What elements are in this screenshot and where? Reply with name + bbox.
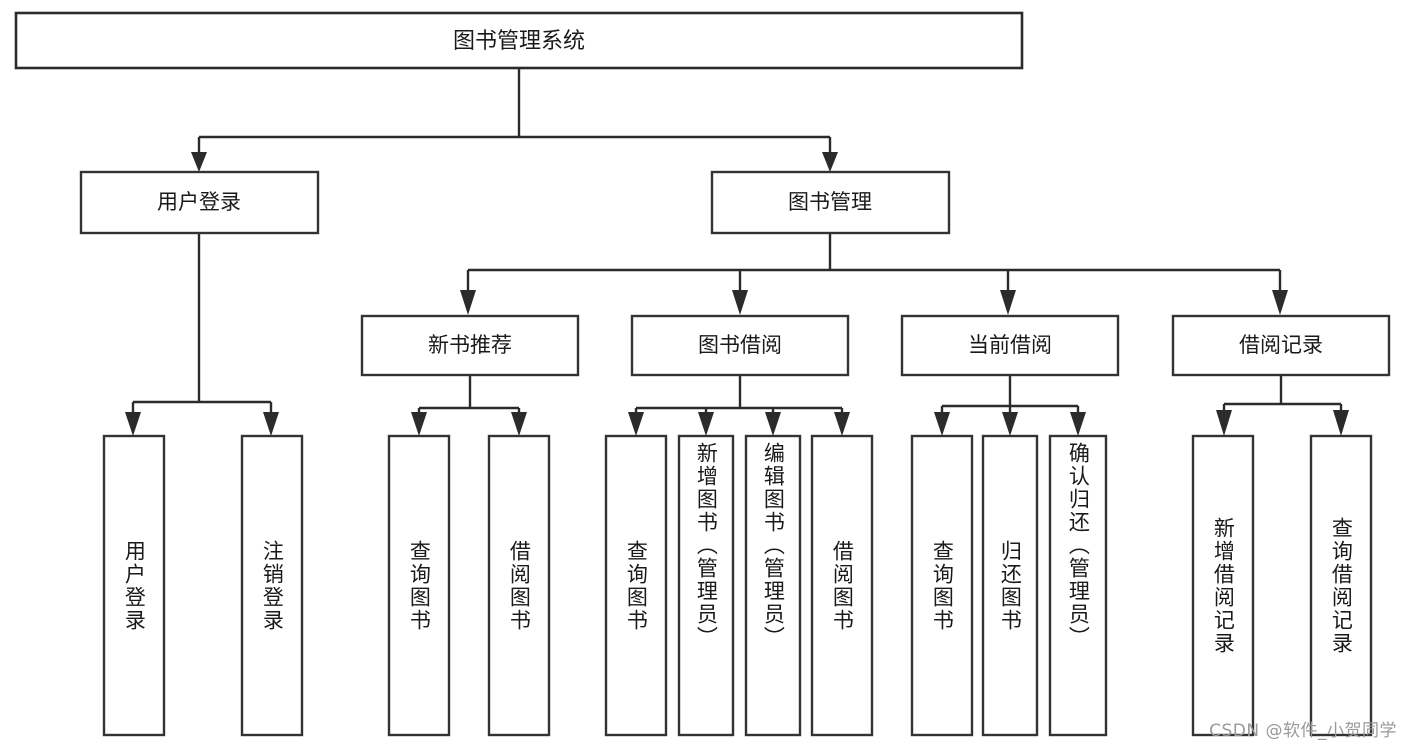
- leaf-box-book-borrow-1[interactable]: [677, 434, 735, 737]
- leaf-box-user-login-1[interactable]: [240, 434, 304, 737]
- arrow-head-level2-0: [460, 290, 476, 315]
- node-root-box[interactable]: [14, 11, 1024, 70]
- arrow-head-level1-1: [822, 152, 838, 172]
- leaf-box-group: [102, 434, 1373, 737]
- node-root[interactable]: 图书管理系统: [14, 11, 1024, 70]
- leaf-box-new-book-1[interactable]: [487, 434, 551, 737]
- leaf-box-new-book-0[interactable]: [387, 434, 451, 737]
- arrow-head-level2-1: [732, 290, 748, 315]
- node-current-borrow-box[interactable]: [900, 314, 1120, 377]
- leaf-box-user-login-0[interactable]: [102, 434, 166, 737]
- arrow-head-userlogin-0: [125, 412, 141, 436]
- arrow-head-level1-0: [191, 152, 207, 172]
- node-borrow-record-label: 借阅记录: [1239, 333, 1323, 357]
- node-book-management[interactable]: 图书管理: [710, 170, 951, 235]
- node-user-login-label: 用户登录: [157, 190, 241, 214]
- arrow-head-userlogin-1: [263, 412, 279, 436]
- arrow-head-level2-2: [1000, 290, 1016, 315]
- node-borrow-record-box[interactable]: [1171, 314, 1391, 377]
- node-new-book-recommend-box[interactable]: [360, 314, 580, 377]
- connector-group: [125, 68, 1349, 436]
- arrow-head-borrow-1: [698, 412, 714, 436]
- leaf-box-borrow-record-1[interactable]: [1309, 434, 1373, 737]
- arrow-head-record-0: [1216, 410, 1232, 436]
- node-book-borrow-box[interactable]: [630, 314, 850, 377]
- node-root-label: 图书管理系统: [453, 29, 585, 54]
- watermark-text: CSDN @软件_小贺同学: [1209, 721, 1397, 741]
- arrow-head-record-1: [1333, 410, 1349, 436]
- arrow-head-level2-3: [1272, 290, 1288, 315]
- arrow-head-current-2: [1070, 412, 1086, 436]
- node-new-book-recommend[interactable]: 新书推荐: [360, 314, 580, 377]
- arrow-head-newbook-1: [511, 412, 527, 436]
- node-book-management-box[interactable]: [710, 170, 951, 235]
- node-user-login[interactable]: 用户登录: [79, 170, 320, 235]
- leaf-box-book-borrow-2[interactable]: [744, 434, 802, 737]
- leaf-box-book-borrow-0[interactable]: [604, 434, 668, 737]
- leaf-box-current-borrow-1[interactable]: [981, 434, 1039, 737]
- node-user-login-box[interactable]: [79, 170, 320, 235]
- node-borrow-record[interactable]: 借阅记录: [1171, 314, 1391, 377]
- node-book-borrow[interactable]: 图书借阅: [630, 314, 850, 377]
- node-current-borrow[interactable]: 当前借阅: [900, 314, 1120, 377]
- arrow-head-borrow-0: [628, 412, 644, 436]
- leaf-box-current-borrow-2[interactable]: [1048, 434, 1108, 737]
- node-book-borrow-label: 图书借阅: [698, 333, 782, 357]
- leaf-box-book-borrow-3[interactable]: [810, 434, 874, 737]
- node-new-book-recommend-label: 新书推荐: [428, 333, 512, 357]
- arrow-head-borrow-2: [765, 412, 781, 436]
- arrow-head-newbook-0: [411, 412, 427, 436]
- leaf-box-borrow-record-0[interactable]: [1191, 434, 1255, 737]
- node-book-management-label: 图书管理: [788, 190, 872, 214]
- arrow-head-current-1: [1002, 412, 1018, 436]
- arrow-head-current-0: [934, 412, 950, 436]
- arrow-head-borrow-3: [834, 412, 850, 436]
- leaf-box-current-borrow-0[interactable]: [910, 434, 974, 737]
- node-current-borrow-label: 当前借阅: [968, 333, 1052, 357]
